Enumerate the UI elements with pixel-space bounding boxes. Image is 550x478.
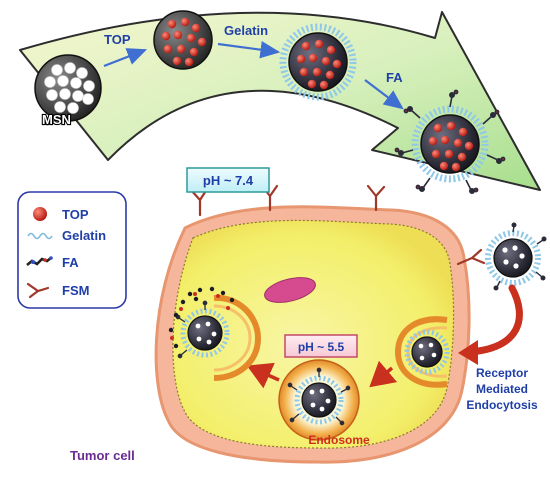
nucleus — [264, 277, 316, 303]
folic-acid-icon — [26, 256, 53, 267]
msn-label: MSN — [42, 112, 71, 127]
endocytic-pocket — [394, 316, 450, 388]
endosome-label: Endosome — [308, 433, 370, 447]
fsm-receptor-icon — [26, 282, 50, 299]
step-label-gelatin: Gelatin — [224, 23, 268, 38]
uptake-arrow — [466, 284, 523, 356]
step-label-top: TOP — [104, 32, 131, 47]
top-drug-dot-icon — [33, 207, 47, 221]
loaded-msn-icon — [153, 10, 213, 70]
legend: TOP Gelatin FA FSM — [17, 191, 127, 309]
msn-particle-icon — [34, 54, 102, 122]
uptake-label-line3: Endocytosis — [466, 398, 538, 412]
endosome — [278, 359, 360, 441]
step-arrow-gelatin — [217, 40, 281, 59]
step-arrow-fa — [364, 79, 404, 110]
legend-label-fsm: FSM — [62, 283, 89, 298]
legend-label-top: TOP — [62, 207, 89, 222]
ph-outside-badge: pH ~ 7.4 — [186, 167, 270, 193]
legend-label-fa: FA — [62, 255, 79, 270]
gelatin-coated-particle-icon — [279, 23, 357, 101]
arrow-to-release — [246, 362, 280, 389]
step-arrow-top — [103, 48, 148, 68]
uptake-arrowhead — [458, 340, 478, 365]
legend-label-gelatin: Gelatin — [62, 228, 106, 243]
ph-outside-label: pH ~ 7.4 — [203, 173, 254, 188]
fa-targeted-particle-icon — [394, 89, 506, 195]
incoming-particle-icon — [485, 222, 547, 291]
ph-endosome-badge: pH ~ 5.5 — [284, 334, 358, 358]
arrow-to-endosome — [369, 360, 398, 388]
ph-endosome-label: pH ~ 5.5 — [298, 340, 345, 354]
gelatin-wave-icon — [27, 232, 53, 240]
uptake-label-line1: Receptor — [476, 366, 528, 380]
uptake-label-line2: Mediated — [476, 382, 528, 396]
step-label-fa: FA — [386, 70, 403, 85]
tumor-cell-label: Tumor cell — [70, 448, 135, 463]
drug-release-vesicle — [168, 286, 262, 381]
